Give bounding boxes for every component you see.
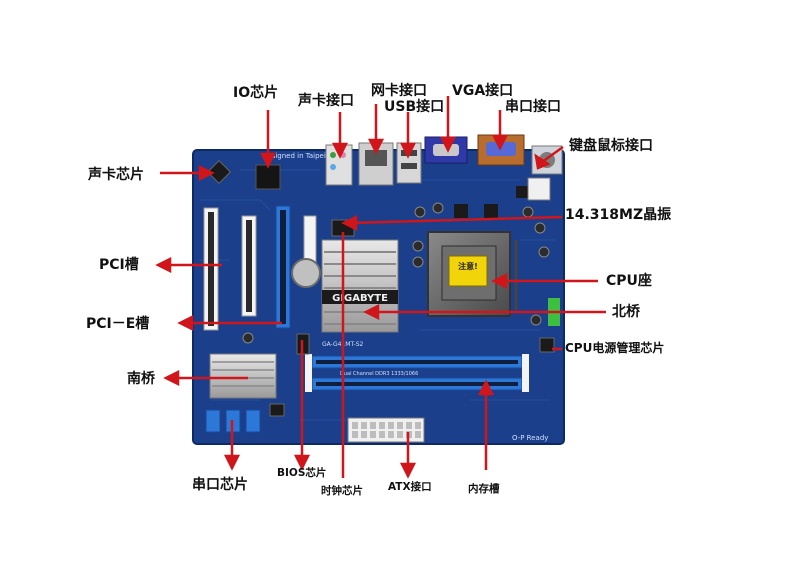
label-ps2-port: 键盘鼠标接口 bbox=[569, 138, 653, 154]
cmos-battery bbox=[291, 258, 321, 288]
label-pcie-slot: PCI－E槽 bbox=[86, 316, 150, 332]
label-pci-slot: PCI槽 bbox=[99, 257, 139, 273]
io-chip bbox=[255, 164, 281, 190]
vrm-chip bbox=[539, 337, 555, 353]
label-north-bridge: 北桥 bbox=[612, 304, 640, 320]
label-lan-port: 网卡接口 bbox=[371, 83, 427, 99]
cpu-notice-text: 注意! bbox=[458, 261, 478, 271]
label-audio-port: 声卡接口 bbox=[298, 93, 354, 109]
board-slogan: Designed in Taipei bbox=[262, 152, 326, 160]
label-memory-slot: 内存槽 bbox=[468, 483, 500, 495]
ready-mark: O-P Ready bbox=[512, 434, 548, 442]
label-cpu-socket: CPU座 bbox=[606, 273, 652, 289]
board-brand: GIGABYTE bbox=[332, 293, 388, 304]
label-crystal: 14.318MZ晶振 bbox=[565, 207, 672, 223]
northbridge-heatsink bbox=[321, 239, 399, 333]
atx-connector bbox=[347, 417, 425, 443]
label-bios-chip: BIOS芯片 bbox=[277, 467, 327, 479]
label-clock-chip: 时钟芯片 bbox=[321, 485, 363, 497]
arrow-ps2-port bbox=[541, 145, 564, 164]
label-audio-chip: 声卡芯片 bbox=[88, 167, 144, 183]
pcb-traces bbox=[200, 169, 555, 421]
label-atx-port: ATX接口 bbox=[388, 481, 432, 493]
label-vga-port: VGA接口 bbox=[452, 83, 514, 99]
label-serial-port: 串口接口 bbox=[505, 99, 561, 115]
cpu-notice-sticker bbox=[448, 255, 488, 287]
southbridge-heatsink bbox=[209, 353, 277, 399]
label-south-bridge: 南桥 bbox=[127, 371, 155, 387]
audio-chip bbox=[206, 159, 232, 185]
label-serial-chip: 串口芯片 bbox=[192, 477, 248, 493]
label-usb-port: USB接口 bbox=[384, 99, 445, 115]
label-vrm-chip: CPU电源管理芯片 bbox=[565, 341, 665, 355]
callout-arrows bbox=[155, 96, 606, 479]
serial-chip bbox=[269, 403, 285, 417]
cpu-power-connector bbox=[527, 177, 551, 201]
arrow-crystal bbox=[349, 215, 563, 225]
capacitors bbox=[242, 202, 550, 344]
pcie-x1-slot bbox=[303, 215, 317, 263]
label-io-chip: IO芯片 bbox=[233, 85, 279, 101]
memory-silkscreen: Dual Channel DDR3 1333/1066 bbox=[340, 371, 418, 377]
